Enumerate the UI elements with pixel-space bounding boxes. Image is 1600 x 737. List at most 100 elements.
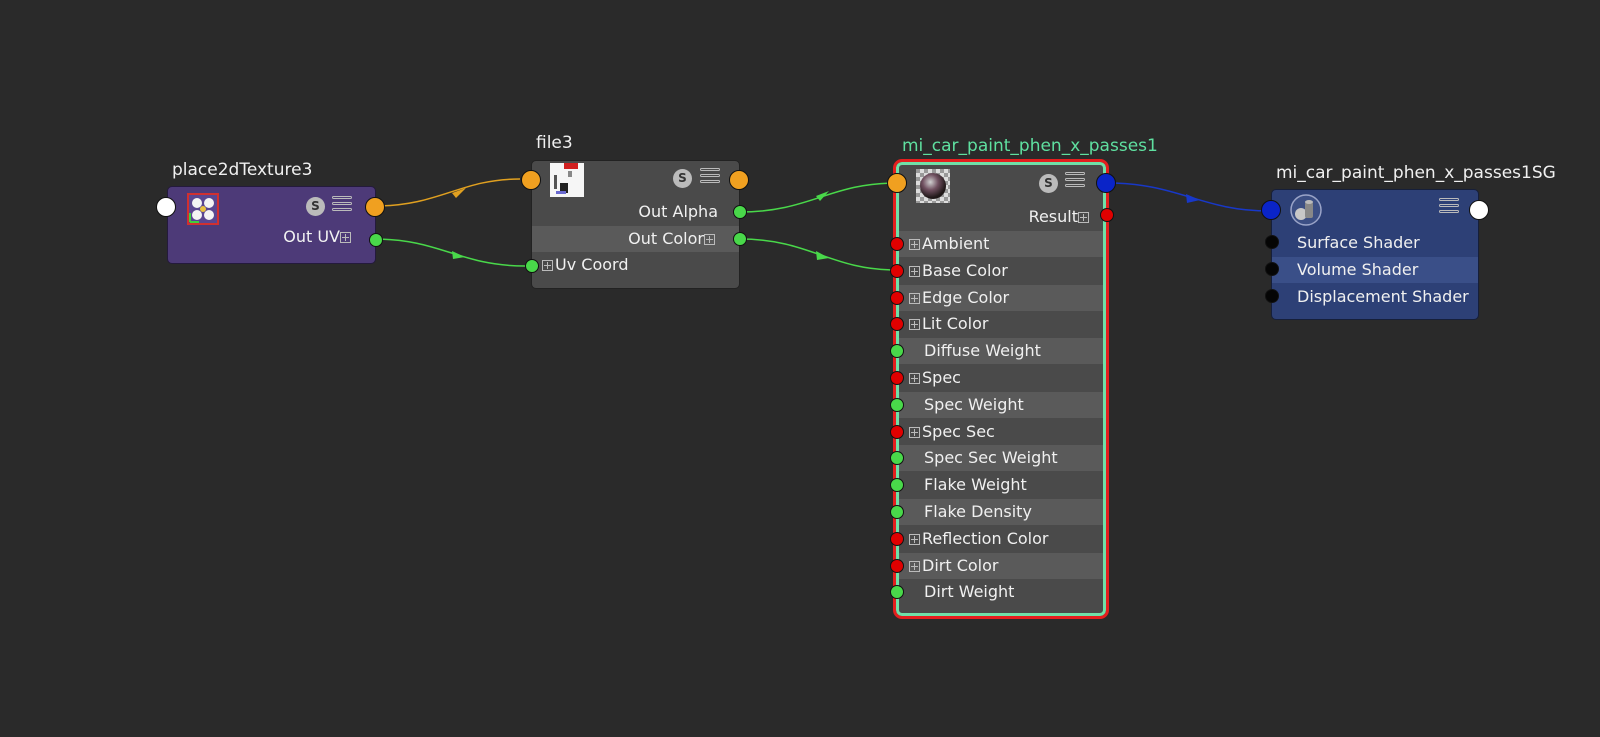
attribute-menu-icon[interactable] bbox=[700, 168, 720, 188]
node-title-file[interactable]: file3 bbox=[536, 133, 573, 153]
input-port-attribute[interactable] bbox=[890, 585, 904, 600]
wire-file-outcolor-to-shader[interactable] bbox=[739, 238, 897, 271]
input-port-message[interactable] bbox=[156, 197, 176, 217]
out-uv-text: Out UV bbox=[283, 227, 340, 246]
input-port-attribute[interactable] bbox=[890, 237, 904, 251]
node-file[interactable]: S Out Alpha Out Color Uv Coord bbox=[531, 160, 740, 289]
shading-group-attribute-row: Surface Shader bbox=[1272, 230, 1478, 256]
wire-arrow bbox=[816, 191, 829, 201]
shader-attribute-label: Spec bbox=[922, 368, 961, 387]
node-place2dtexture[interactable]: S Out UV bbox=[167, 186, 376, 264]
out-color-label: Out Color bbox=[628, 229, 704, 248]
wire-arrow bbox=[1186, 194, 1200, 203]
shading-group-attribute-label: Surface Shader bbox=[1297, 233, 1420, 252]
shader-attribute-row: Spec Sec Weight bbox=[899, 445, 1103, 472]
expand-icon[interactable] bbox=[340, 232, 351, 243]
wire-place2d-outuv-to-file[interactable] bbox=[374, 238, 526, 267]
shader-attribute-label: Spec Weight bbox=[924, 394, 1024, 414]
swatch-toggle-icon[interactable]: S bbox=[1039, 174, 1058, 193]
out-alpha-label: Out Alpha bbox=[638, 202, 718, 221]
shader-attribute-label: Ambient bbox=[922, 234, 990, 253]
wire-arrow bbox=[452, 251, 465, 259]
shader-attribute-row: Edge Color bbox=[899, 284, 1103, 311]
expand-icon[interactable] bbox=[909, 533, 920, 545]
shader-attribute-row: Ambient bbox=[899, 231, 1103, 257]
input-port-shading-group-attribute[interactable] bbox=[1265, 235, 1279, 249]
input-port-attribute[interactable] bbox=[890, 478, 904, 493]
wire-arrow bbox=[816, 251, 829, 260]
expand-icon[interactable] bbox=[909, 373, 920, 384]
output-port-file[interactable] bbox=[729, 170, 749, 190]
input-port-attribute[interactable] bbox=[890, 344, 904, 359]
wire-place2d-to-file-uvcoord[interactable] bbox=[374, 178, 521, 207]
input-port-attribute[interactable] bbox=[890, 558, 904, 573]
wire-file-outalpha-to-shader[interactable] bbox=[739, 182, 897, 213]
shader-attribute-row: Diffuse Weight bbox=[899, 338, 1103, 365]
shader-attribute-label: Spec Sec bbox=[922, 421, 995, 441]
input-port-attribute[interactable] bbox=[890, 397, 904, 412]
input-port-uv-coord[interactable] bbox=[525, 259, 539, 273]
swatch-toggle-icon[interactable]: S bbox=[306, 197, 325, 216]
input-port-attribute[interactable] bbox=[890, 451, 904, 466]
input-port-attribute[interactable] bbox=[890, 531, 904, 546]
output-port-out-color[interactable] bbox=[733, 232, 747, 246]
shader-attribute-row: Lit Color bbox=[899, 311, 1103, 337]
output-port-out-uv[interactable] bbox=[369, 233, 383, 247]
result-row: Result bbox=[899, 204, 1103, 230]
expand-icon[interactable] bbox=[909, 239, 920, 250]
output-port-shading-group[interactable] bbox=[1469, 200, 1489, 220]
expand-icon[interactable] bbox=[909, 319, 920, 331]
file-texture-icon bbox=[550, 163, 584, 197]
node-title-place2dtexture[interactable]: place2dTexture3 bbox=[172, 160, 313, 180]
shading-group-attribute-row: Displacement Shader bbox=[1272, 284, 1478, 310]
input-port-shading-group-attribute[interactable] bbox=[1265, 288, 1279, 303]
place2d-texture-icon bbox=[187, 193, 219, 225]
expand-icon[interactable] bbox=[909, 426, 920, 438]
expand-icon[interactable] bbox=[909, 265, 920, 277]
input-port-attribute[interactable] bbox=[890, 290, 904, 305]
input-port-shader[interactable] bbox=[887, 173, 907, 193]
expand-icon[interactable] bbox=[1078, 212, 1089, 223]
shader-attribute-label: Spec Sec Weight bbox=[924, 448, 1058, 468]
wire-shader-to-sg[interactable] bbox=[1106, 182, 1271, 212]
shader-attribute-label: Dirt Weight bbox=[924, 582, 1015, 602]
shader-attribute-row: Dirt Color bbox=[899, 552, 1103, 579]
shader-attribute-label: Diffuse Weight bbox=[924, 341, 1041, 361]
input-port-shading-group[interactable] bbox=[1261, 200, 1281, 220]
input-port-shading-group-attribute[interactable] bbox=[1265, 261, 1279, 276]
shader-attribute-row: Flake Weight bbox=[899, 472, 1103, 498]
shader-attribute-row: Spec Sec bbox=[899, 419, 1103, 445]
expand-icon[interactable] bbox=[909, 292, 920, 304]
attribute-menu-icon[interactable] bbox=[1065, 172, 1085, 192]
shader-attribute-row: Flake Density bbox=[899, 499, 1103, 525]
output-port-shader[interactable] bbox=[1096, 173, 1116, 193]
shader-attribute-label: Base Color bbox=[922, 260, 1008, 280]
shader-attribute-row: Spec Weight bbox=[899, 391, 1103, 418]
input-port-attribute[interactable] bbox=[890, 424, 904, 439]
output-port-result[interactable] bbox=[1100, 208, 1114, 222]
shader-attribute-row: Spec bbox=[899, 365, 1103, 391]
shader-attribute-label: Flake Weight bbox=[924, 475, 1027, 495]
input-port-attribute[interactable] bbox=[890, 317, 904, 332]
attribute-menu-icon[interactable] bbox=[1439, 198, 1459, 218]
input-port-attribute[interactable] bbox=[890, 371, 904, 385]
node-title-shading-group[interactable]: mi_car_paint_phen_x_passes1SG bbox=[1276, 163, 1556, 183]
node-title-shader[interactable]: mi_car_paint_phen_x_passes1 bbox=[902, 136, 1158, 156]
uv-coord-row: Uv Coord bbox=[532, 252, 739, 278]
output-port-out-alpha[interactable] bbox=[733, 205, 747, 219]
output-port-place2d[interactable] bbox=[365, 197, 385, 217]
input-port-attribute[interactable] bbox=[890, 263, 904, 278]
shading-group-attribute-label: Volume Shader bbox=[1297, 259, 1419, 279]
input-port-attribute[interactable] bbox=[890, 505, 904, 519]
shader-attribute-row: Reflection Color bbox=[899, 526, 1103, 552]
expand-icon[interactable] bbox=[909, 560, 920, 572]
expand-icon[interactable] bbox=[542, 260, 553, 271]
expand-icon[interactable] bbox=[704, 234, 715, 245]
out-alpha-row: Out Alpha bbox=[532, 199, 718, 225]
swatch-toggle-icon[interactable]: S bbox=[673, 169, 692, 188]
input-port-file-uv[interactable] bbox=[521, 170, 541, 190]
attribute-menu-icon[interactable] bbox=[332, 196, 352, 216]
out-color-row: Out Color bbox=[532, 226, 739, 252]
